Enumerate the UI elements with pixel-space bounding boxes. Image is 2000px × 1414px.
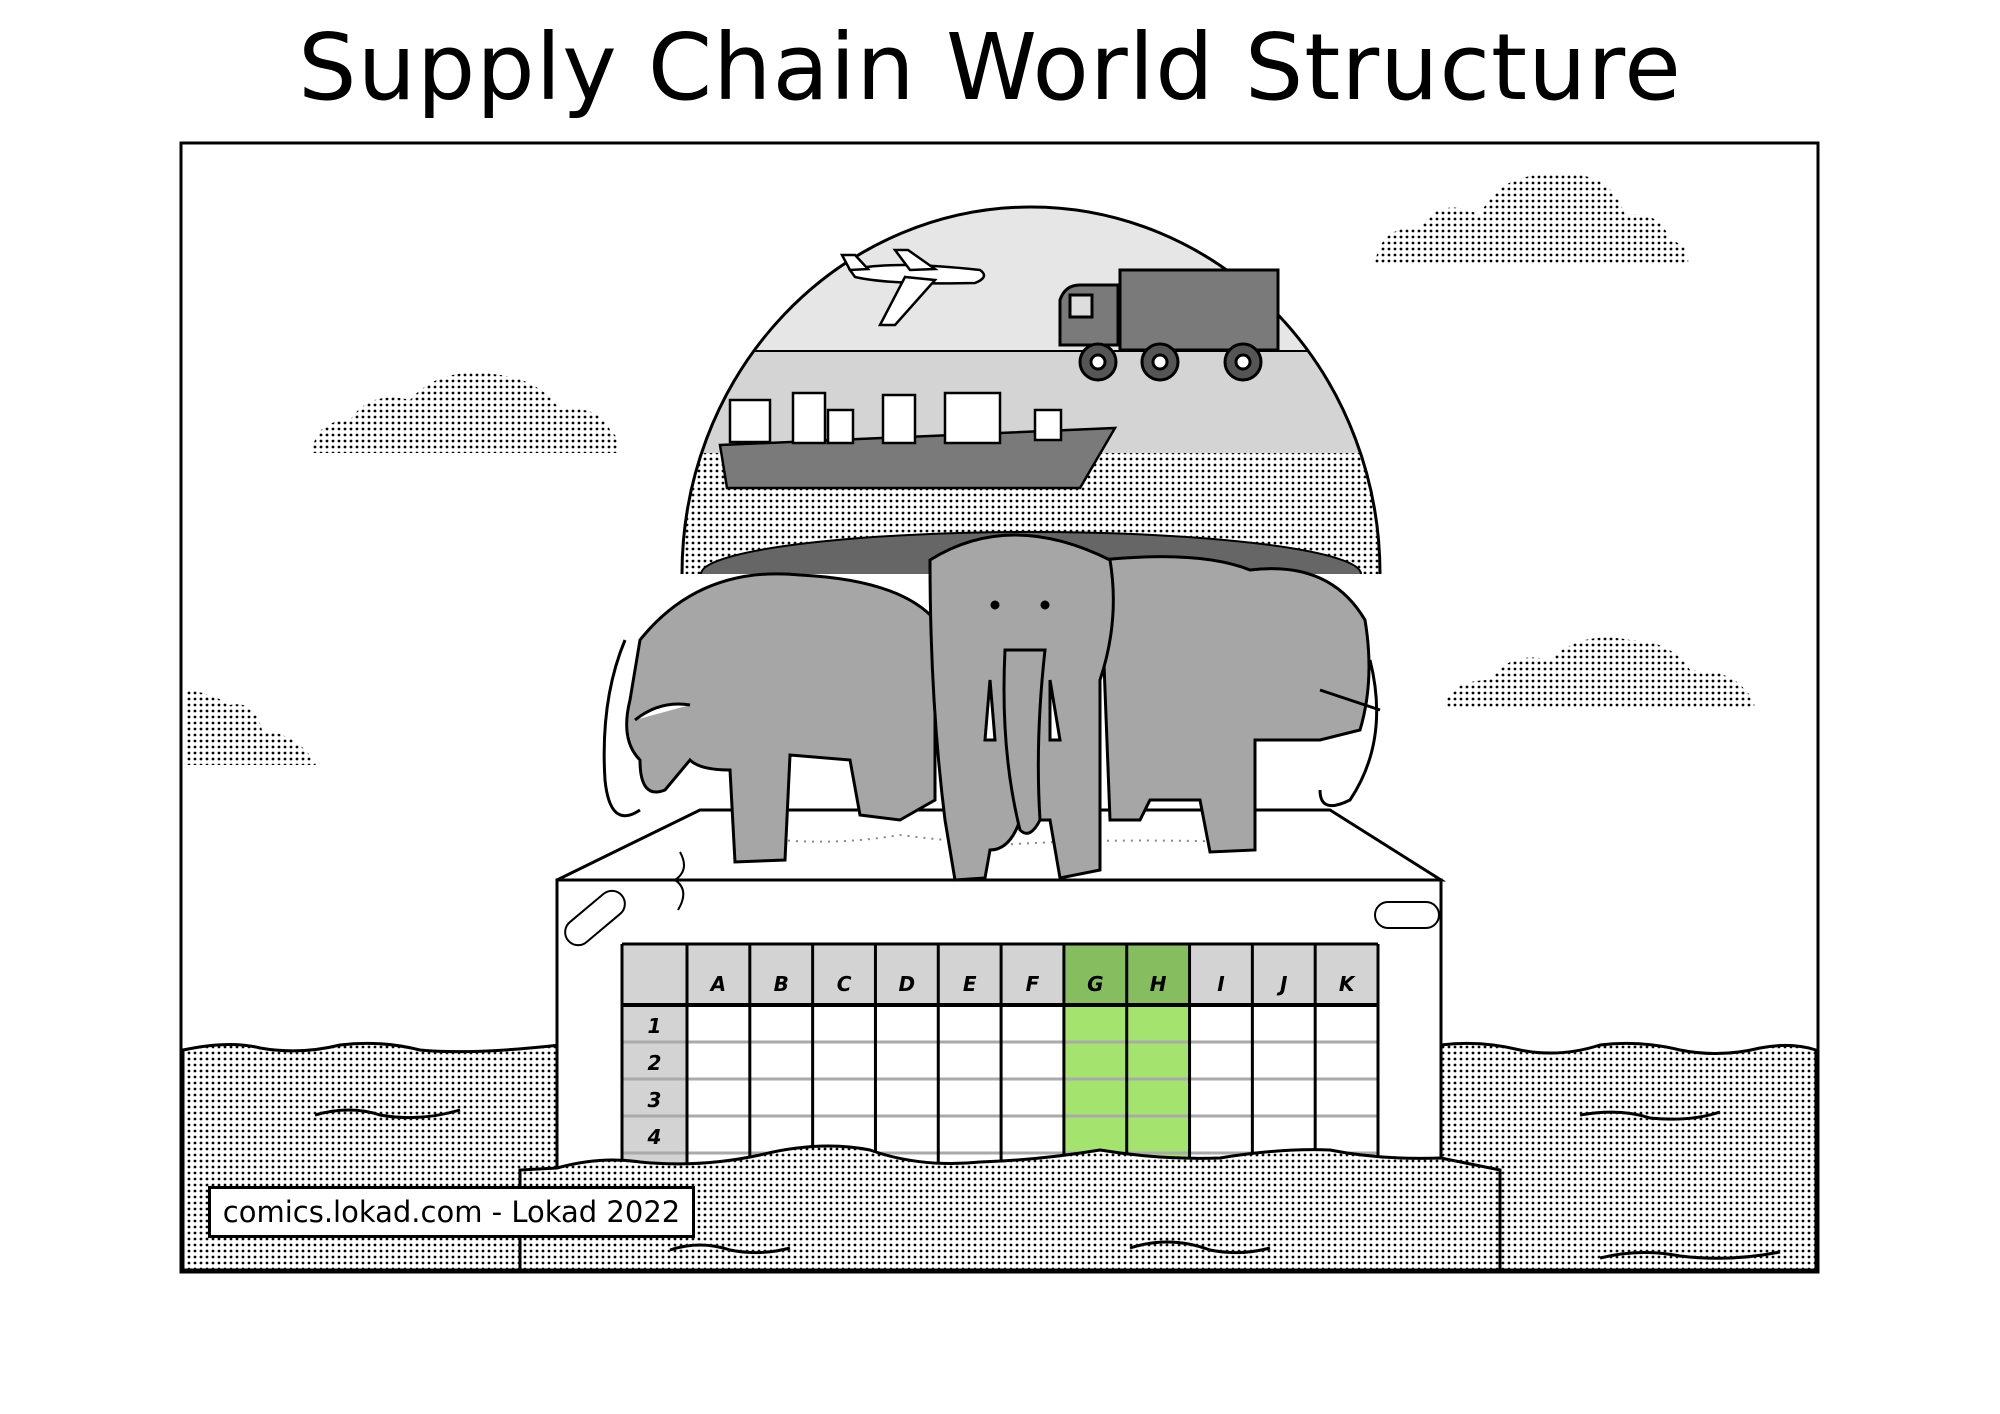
crack-icon [673, 851, 685, 911]
comic-title: Supply Chain World Structure [298, 14, 1682, 121]
column-label: K [1339, 972, 1356, 996]
bandage-icon [1374, 901, 1440, 929]
row-header-bar [622, 1005, 687, 1165]
airplane-icon [839, 248, 986, 327]
highlighted-column-header [1126, 944, 1190, 1005]
column-label: G [1087, 972, 1103, 996]
elephant-right [1098, 555, 1381, 854]
cloud [185, 690, 316, 765]
column-label: E [963, 972, 977, 996]
highlighted-column [1063, 1005, 1127, 1165]
highlighted-column [1126, 1005, 1190, 1165]
highlighted-column-header [1063, 944, 1127, 1005]
row-label: 4 [647, 1125, 662, 1149]
clouds [185, 174, 1755, 765]
row-label: 2 [648, 1051, 662, 1075]
column-label: H [1150, 972, 1167, 996]
truck-icon [1058, 268, 1280, 382]
bandage-icon [564, 889, 626, 947]
elephant-left [602, 572, 937, 864]
credit-caption: comics.lokad.com - Lokad 2022 [208, 1186, 695, 1238]
row-label: 3 [648, 1088, 662, 1112]
cloud [1444, 637, 1755, 708]
wave-lines [314, 1108, 1781, 1260]
column-label: C [837, 972, 852, 996]
cloud [1375, 174, 1689, 264]
row-label: 1 [648, 1014, 662, 1038]
container-ship-icon [718, 391, 1118, 490]
column-label: D [899, 972, 916, 996]
elephant-center [928, 533, 1115, 882]
column-label: B [774, 972, 789, 996]
column-label: A [709, 972, 726, 996]
elephants [602, 533, 1381, 882]
column-label: F [1026, 972, 1040, 996]
column-label: I [1217, 972, 1225, 996]
sea-front-wave [518, 1144, 1502, 1272]
cloud [312, 372, 620, 453]
